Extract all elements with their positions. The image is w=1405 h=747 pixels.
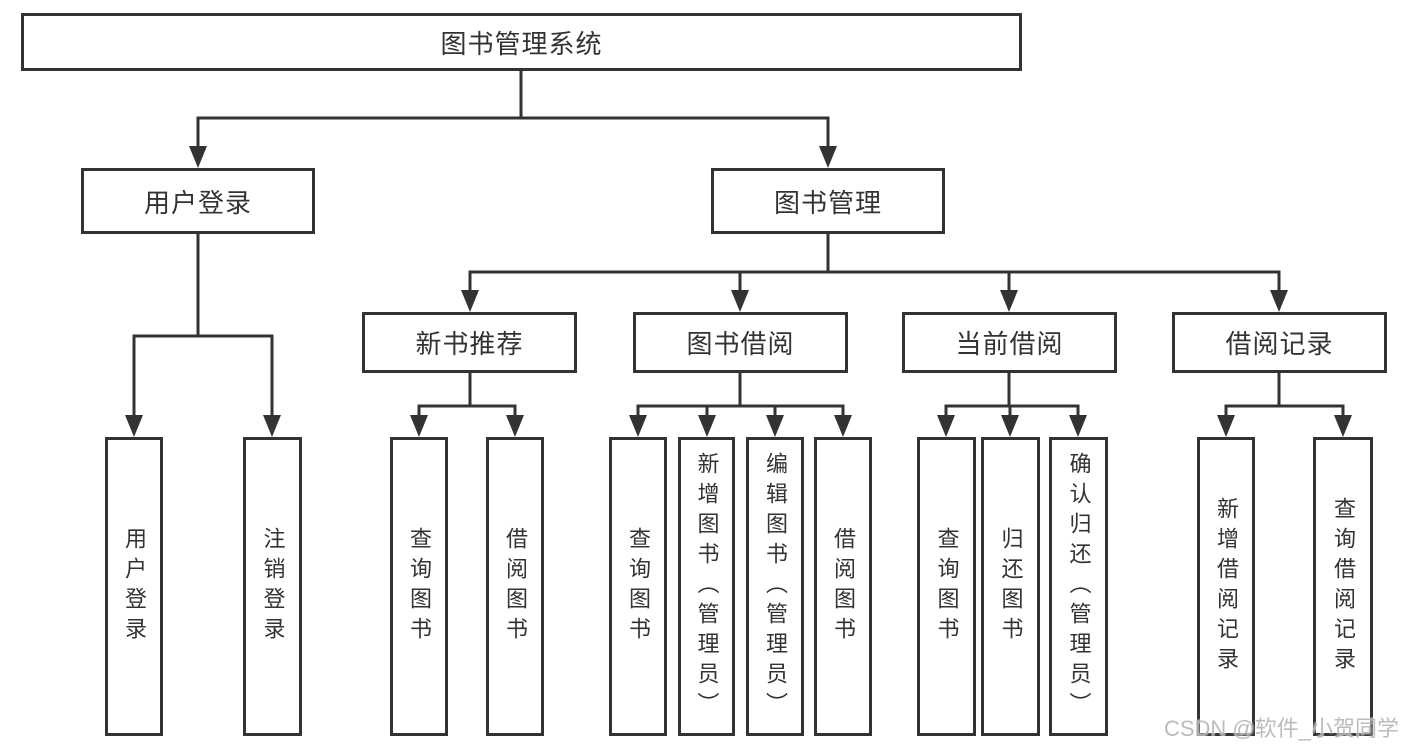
- leaf-borrowing-add-books-admin-label: 新增图书（管理员）: [694, 451, 720, 722]
- connector-root-to-level2: [189, 71, 837, 168]
- leaf-newbook-query-books-label: 查询图书: [407, 526, 432, 647]
- leaf-borrowing-borrow-books-label: 借阅图书: [831, 526, 856, 647]
- connector-book-borrowing-children: [629, 373, 852, 437]
- leaf-newbook-query-books: 查询图书: [390, 437, 448, 736]
- leaf-newbook-borrow-books: 借阅图书: [486, 437, 544, 736]
- leaf-logout: 注销登录: [243, 437, 302, 736]
- node-borrowing-records: 借阅记录: [1172, 312, 1387, 373]
- leaf-records-query-record: 查询借阅记录: [1313, 437, 1373, 736]
- connector-user-login-children: [125, 234, 281, 437]
- node-user-login: 用户登录: [81, 168, 315, 234]
- leaf-current-query-books-label: 查询图书: [934, 526, 960, 647]
- leaf-borrowing-query-books-label: 查询图书: [626, 526, 651, 647]
- connector-new-book-children: [410, 373, 524, 437]
- node-root: 图书管理系统: [21, 13, 1022, 71]
- node-book-management: 图书管理: [711, 168, 945, 234]
- node-user-login-label: 用户登录: [143, 187, 252, 218]
- leaf-user-login-label: 用户登录: [122, 526, 147, 647]
- leaf-borrowing-edit-books-admin-label: 编辑图书（管理员）: [763, 451, 788, 722]
- node-current-borrowing: 当前借阅: [902, 312, 1117, 373]
- leaf-newbook-borrow-books-label: 借阅图书: [503, 526, 528, 647]
- node-book-borrowing: 图书借阅: [633, 312, 848, 373]
- leaf-current-query-books: 查询图书: [917, 437, 976, 736]
- node-borrowing-records-label: 借阅记录: [1225, 329, 1334, 359]
- leaf-records-add-record: 新增借阅记录: [1197, 437, 1255, 736]
- leaf-current-confirm-return-admin-label: 确认归还（管理员）: [1066, 451, 1092, 722]
- leaf-records-query-record-label: 查询借阅记录: [1331, 496, 1356, 677]
- node-root-label: 图书管理系统: [440, 28, 603, 59]
- leaf-user-login: 用户登录: [105, 437, 163, 736]
- leaf-borrowing-query-books: 查询图书: [609, 437, 667, 736]
- node-new-book-recommend: 新书推荐: [362, 312, 577, 373]
- node-new-book-recommend-label: 新书推荐: [415, 329, 524, 359]
- connector-current-borrowing-children: [937, 373, 1087, 437]
- leaf-current-return-books-label: 归还图书: [998, 526, 1024, 647]
- node-book-management-label: 图书管理: [773, 187, 882, 218]
- node-book-borrowing-label: 图书借阅: [686, 329, 795, 359]
- leaf-borrowing-borrow-books: 借阅图书: [814, 437, 872, 736]
- node-current-borrowing-label: 当前借阅: [955, 329, 1064, 359]
- leaf-borrowing-edit-books-admin: 编辑图书（管理员）: [746, 437, 804, 736]
- leaf-current-confirm-return-admin: 确认归还（管理员）: [1049, 437, 1108, 736]
- connector-borrowing-records-children: [1217, 373, 1352, 437]
- leaf-logout-label: 注销登录: [260, 526, 286, 647]
- leaf-borrowing-add-books-admin: 新增图书（管理员）: [678, 437, 735, 736]
- connector-book-management-children: [461, 234, 1288, 312]
- leaf-records-add-record-label: 新增借阅记录: [1214, 496, 1239, 677]
- leaf-current-return-books: 归还图书: [981, 437, 1040, 736]
